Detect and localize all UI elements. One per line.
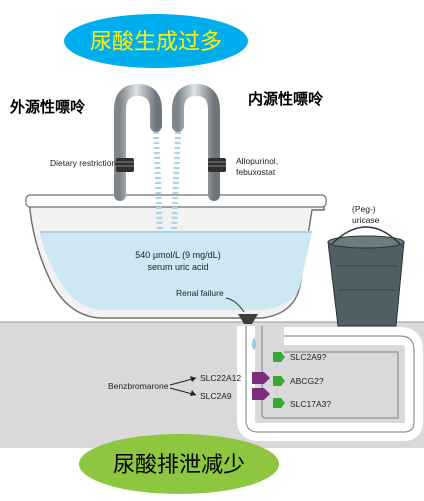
uricase-label-2: uricase [352, 215, 380, 225]
renal-failure-label: Renal failure [176, 288, 224, 298]
serum-level-label: 540 µmol/L (9 mg/dL) [135, 250, 220, 260]
top-banner [64, 14, 248, 68]
transporter-purple-1 [252, 372, 270, 384]
dietary-restriction-label: Dietary restriction [50, 158, 116, 168]
febuxostat-label: febuxostat [236, 167, 276, 177]
bottom-banner-text: 尿酸排泄减少 [113, 453, 245, 478]
bottom-banner [79, 434, 279, 494]
slc17a3-label: SLC17A3? [290, 399, 331, 409]
endogenous-purine-label: 内源性嘌呤 [248, 90, 324, 108]
top-banner-text: 尿酸生成过多 [90, 30, 222, 55]
bath-water [40, 232, 312, 310]
benzbromarone-label: Benzbromarone [108, 381, 169, 391]
transporter-green-1 [273, 352, 285, 362]
valve-knob-left [116, 158, 134, 172]
stream-right [171, 131, 181, 233]
serum-uric-acid-label: serum uric acid [147, 262, 208, 272]
valve-knob-right [208, 158, 226, 172]
abcg2-label: ABCG2? [290, 376, 324, 386]
tub-rim [25, 194, 327, 208]
drain-plug [238, 314, 258, 324]
slc2a9-right-label: SLC2A9? [290, 352, 327, 362]
transporter-green-3 [273, 398, 285, 408]
uricase-bucket [327, 241, 405, 327]
uricase-label-1: (Peg-) [352, 204, 376, 214]
slc22a12-label: SLC22A12 [200, 373, 241, 383]
faucet-right [172, 83, 220, 201]
renal-failure-arrow [225, 297, 245, 313]
transporter-green-2 [273, 376, 285, 386]
allopurinol-label: Allopurinol, [236, 156, 278, 166]
faucet-left [114, 83, 162, 201]
slc2a9-left-label: SLC2A9 [200, 391, 232, 401]
transporter-purple-2 [252, 388, 270, 400]
stream-left [153, 131, 163, 233]
exogenous-purine-label: 外源性嘌呤 [9, 98, 86, 116]
drain-drop [252, 337, 256, 350]
